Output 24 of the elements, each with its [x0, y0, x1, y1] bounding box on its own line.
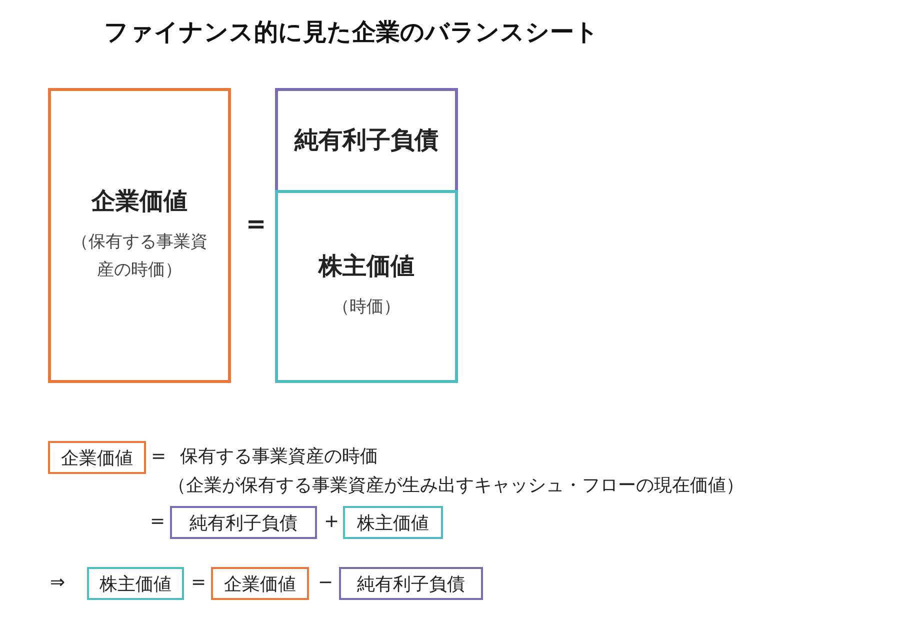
minus-sign: −	[318, 572, 334, 594]
net-debt-panel	[275, 88, 458, 193]
equity-value-panel	[275, 190, 458, 383]
page-title: ファイナンス的に見た企業のバランスシート	[104, 17, 599, 48]
equals-sign: =	[150, 511, 166, 533]
panel-note: （保有する事業資産の時価）	[70, 230, 208, 282]
boxed-term: 株主価値	[87, 567, 184, 600]
equals-sign: =	[151, 446, 166, 468]
boxed-term: 企業価値	[211, 567, 309, 600]
equals-sign: =	[191, 572, 206, 594]
definition-note: （企業が保有する事業資産が生み出すキャッシュ・フローの現在価値）	[168, 475, 744, 497]
panel-heading: 株主価値	[318, 252, 414, 281]
panel-heading: 企業価値	[92, 187, 188, 216]
boxed-term: 純有利子負債	[339, 567, 483, 600]
boxed-term: 企業価値	[48, 441, 146, 474]
boxed-term: 純有利子負債	[170, 506, 317, 539]
definition-text: 保有する事業資産の時価	[180, 446, 378, 468]
boxed-term: 株主価値	[343, 506, 443, 539]
implies-sign: ⇒	[50, 572, 66, 594]
panel-heading: 純有利子負債	[294, 126, 438, 155]
plus-sign: +	[324, 511, 340, 533]
equals-sign: =	[246, 210, 266, 239]
enterprise-value-panel	[48, 88, 231, 383]
panel-note: （時価）	[332, 296, 402, 319]
